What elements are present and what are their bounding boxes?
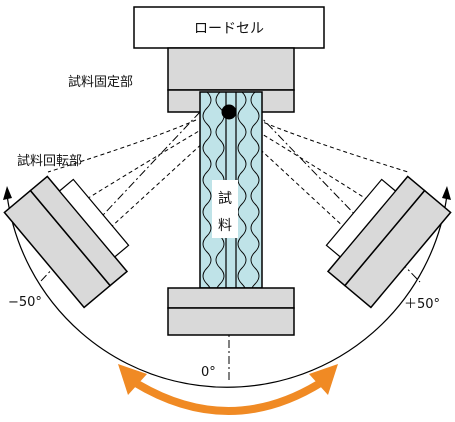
grip-dot: [221, 104, 237, 120]
specimen-label-box: [212, 180, 238, 238]
angle-center-label: 0°: [201, 365, 216, 380]
angle-right-label: ＋50°: [404, 297, 440, 312]
specimen-fixing-part-label: 試料固定部: [68, 74, 133, 90]
left-rotated-fixture: [3, 175, 130, 309]
right-rotated-fixture: [325, 175, 452, 309]
arc-arrowhead-left: [3, 186, 12, 200]
specimen-rotating-part-label: 試料回転部: [17, 153, 82, 169]
specimen-label-char2: 料: [218, 218, 232, 234]
specimen-label-char1: 試: [218, 191, 232, 207]
arc-arrowhead-right: [442, 186, 451, 200]
rotation-arrow-icon: [118, 364, 338, 415]
load-cell-label: ロードセル: [194, 21, 264, 37]
lower-grip-block: [167, 307, 295, 336]
lower-grip-plate: [167, 287, 295, 309]
rotation-arc: [6, 194, 448, 388]
angle-left-label: −50°: [8, 295, 42, 310]
upper-grip-block: [167, 47, 295, 91]
